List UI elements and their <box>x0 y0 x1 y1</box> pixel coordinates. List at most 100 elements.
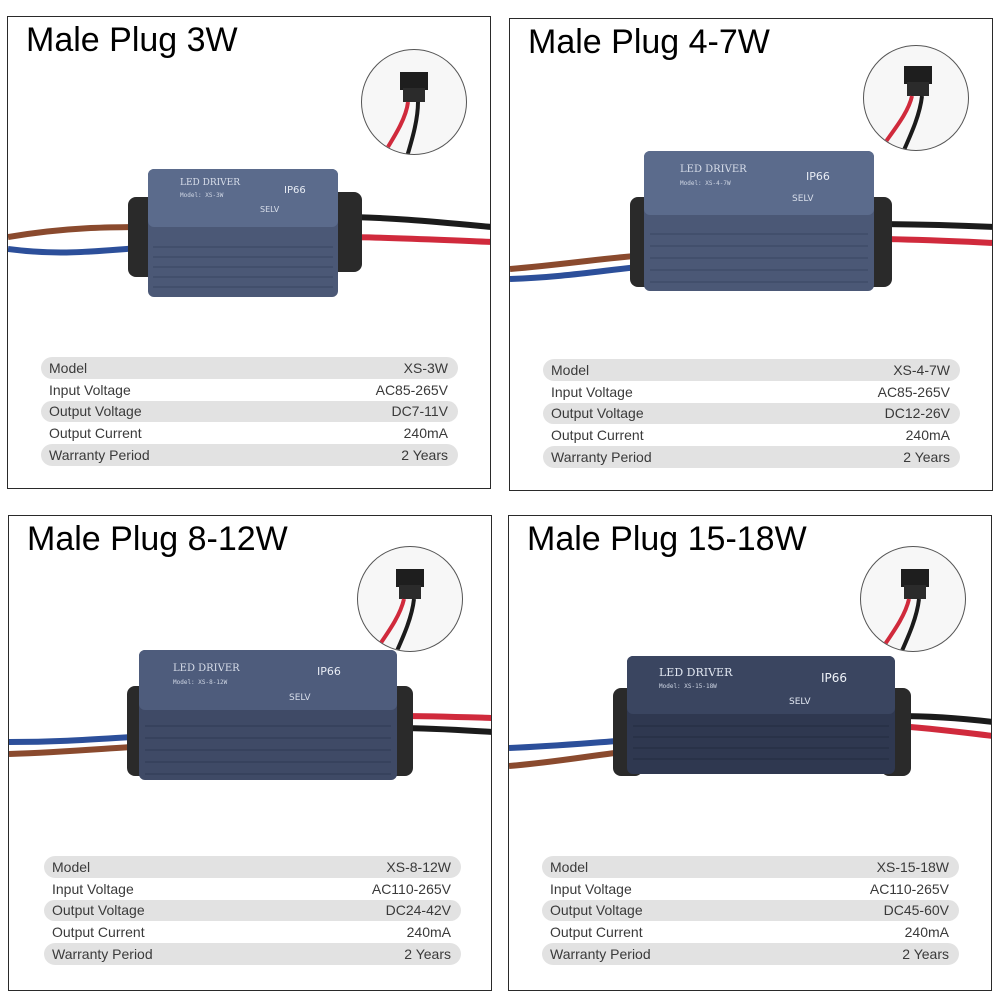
spec-table: Model XS-3W Input Voltage AC85-265V Output… <box>41 357 458 466</box>
spec-row-warranty: Warranty Period 2 Years <box>543 446 960 468</box>
plug-zoom-inset <box>860 546 966 652</box>
plug-zoom-inset <box>863 45 969 151</box>
spec-row-warranty: Warranty Period 2 Years <box>41 444 458 466</box>
spec-label: Model <box>550 858 589 875</box>
spec-label: Output Current <box>551 427 644 444</box>
spec-row-input-voltage: Input Voltage AC110-265V <box>542 878 959 900</box>
spec-value: DC7-11V <box>391 403 448 420</box>
spec-label: Input Voltage <box>52 880 134 897</box>
spec-row-model: Model XS-4-7W <box>543 359 960 381</box>
spec-value: 240mA <box>904 924 949 941</box>
spec-label: Output Voltage <box>550 902 643 919</box>
spec-label: Input Voltage <box>49 381 131 398</box>
spec-row-output-voltage: Output Voltage DC45-60V <box>542 899 959 922</box>
driver-selv: SELV <box>260 205 280 214</box>
spec-row-output-current: Output Current 240mA <box>41 422 458 444</box>
spec-label: Output Current <box>52 924 145 941</box>
spec-value: DC24-42V <box>385 902 451 919</box>
product-panel-3w: Male Plug 3W LED DRIVER IP66 Model: XS-3… <box>7 16 491 489</box>
spec-row-output-current: Output Current 240mA <box>543 424 960 446</box>
spec-value: 2 Years <box>404 946 451 963</box>
driver-rating: IP66 <box>284 185 306 196</box>
driver-rating: IP66 <box>806 170 830 183</box>
spec-value: AC85-265V <box>877 383 950 400</box>
driver-model-text: Model: XS-4-7W <box>680 180 731 187</box>
spec-row-model: Model XS-15-18W <box>542 856 959 878</box>
spec-table: Model XS-15-18W Input Voltage AC110-265V O… <box>542 856 959 965</box>
spec-row-output-current: Output Current 240mA <box>542 921 959 943</box>
product-panel-4-7w: Male Plug 4-7W LED DRIVER IP66 Model: XS… <box>509 18 993 491</box>
led-driver-photo: LED DRIVER IP66 Model: XS-3W SELV <box>8 169 490 297</box>
spec-label: Output Voltage <box>551 405 644 422</box>
spec-value: 240mA <box>403 425 448 442</box>
male-plug-icon <box>877 569 929 651</box>
driver-selv: SELV <box>792 194 814 204</box>
spec-label: Output Voltage <box>49 403 142 420</box>
product-panel-8-12w: Male Plug 8-12W LED DRIVER IP66 Model: X… <box>8 515 492 991</box>
spec-label: Output Voltage <box>52 902 145 919</box>
panel-title: Male Plug 8-12W <box>27 520 288 558</box>
spec-value: DC12-26V <box>884 405 950 422</box>
spec-row-model: Model XS-3W <box>41 357 458 379</box>
panel-title: Male Plug 15-18W <box>527 520 807 558</box>
spec-table: Model XS-4-7W Input Voltage AC85-265V Outp… <box>543 359 960 468</box>
spec-row-input-voltage: Input Voltage AC85-265V <box>543 381 960 403</box>
driver-model-text: Model: XS-8-12W <box>173 679 228 686</box>
spec-value: DC45-60V <box>883 902 949 919</box>
led-driver-photo: LED DRIVER IP66 Model: XS-4-7W SELV <box>510 151 992 291</box>
driver-model-text: Model: XS-3W <box>180 192 224 199</box>
led-driver-photo: LED DRIVER IP66 Model: XS-15-18W SELV <box>509 656 991 776</box>
panel-title: Male Plug 4-7W <box>528 23 770 61</box>
plug-zoom-inset <box>357 546 463 652</box>
spec-row-input-voltage: Input Voltage AC110-265V <box>44 878 461 900</box>
driver-rating: IP66 <box>821 671 847 685</box>
led-driver-photo: LED DRIVER IP66 Model: XS-8-12W SELV <box>9 650 491 780</box>
spec-value: XS-15-18W <box>876 858 949 875</box>
spec-label: Model <box>551 361 590 378</box>
product-panel-15-18w: Male Plug 15-18W LED DRIVER IP66 Model: … <box>508 515 992 991</box>
spec-table: Model XS-8-12W Input Voltage AC110-265V Ou… <box>44 856 461 965</box>
spec-row-model: Model XS-8-12W <box>44 856 461 878</box>
driver-model-text: Model: XS-15-18W <box>659 683 717 690</box>
spec-label: Warranty Period <box>550 946 651 963</box>
spec-value: AC110-265V <box>869 880 949 897</box>
spec-label: Input Voltage <box>550 880 632 897</box>
male-plug-icon <box>878 66 932 150</box>
spec-row-output-voltage: Output Voltage DC12-26V <box>543 402 960 425</box>
driver-label: LED DRIVER <box>659 666 733 679</box>
spec-value: 240mA <box>406 924 451 941</box>
spec-value: AC110-265V <box>371 880 451 897</box>
spec-row-output-current: Output Current 240mA <box>44 921 461 943</box>
spec-label: Output Current <box>550 924 643 941</box>
driver-selv: SELV <box>289 693 311 703</box>
spec-row-output-voltage: Output Voltage DC24-42V <box>44 899 461 922</box>
spec-label: Output Current <box>49 425 142 442</box>
spec-value: XS-3W <box>403 359 448 376</box>
spec-label: Warranty Period <box>551 449 652 466</box>
spec-value: XS-8-12W <box>386 858 451 875</box>
spec-value: AC85-265V <box>375 381 448 398</box>
panel-title: Male Plug 3W <box>26 21 238 59</box>
spec-value: 240mA <box>905 427 950 444</box>
spec-value: 2 Years <box>902 946 949 963</box>
male-plug-icon <box>372 569 424 651</box>
spec-label: Warranty Period <box>49 447 150 464</box>
spec-row-output-voltage: Output Voltage DC7-11V <box>41 400 458 423</box>
spec-value: 2 Years <box>903 449 950 466</box>
driver-label: LED DRIVER <box>180 178 240 188</box>
driver-label: LED DRIVER <box>680 164 747 175</box>
spec-row-warranty: Warranty Period 2 Years <box>542 943 959 965</box>
male-plug-icon <box>381 72 428 154</box>
spec-value: 2 Years <box>401 447 448 464</box>
spec-value: XS-4-7W <box>893 361 950 378</box>
driver-label: LED DRIVER <box>173 663 240 674</box>
plug-zoom-inset <box>361 49 467 155</box>
spec-row-warranty: Warranty Period 2 Years <box>44 943 461 965</box>
driver-rating: IP66 <box>317 665 341 678</box>
spec-label: Model <box>49 359 88 376</box>
spec-label: Warranty Period <box>52 946 153 963</box>
spec-row-input-voltage: Input Voltage AC85-265V <box>41 379 458 401</box>
driver-selv: SELV <box>789 697 811 707</box>
spec-label: Model <box>52 858 91 875</box>
spec-label: Input Voltage <box>551 383 633 400</box>
